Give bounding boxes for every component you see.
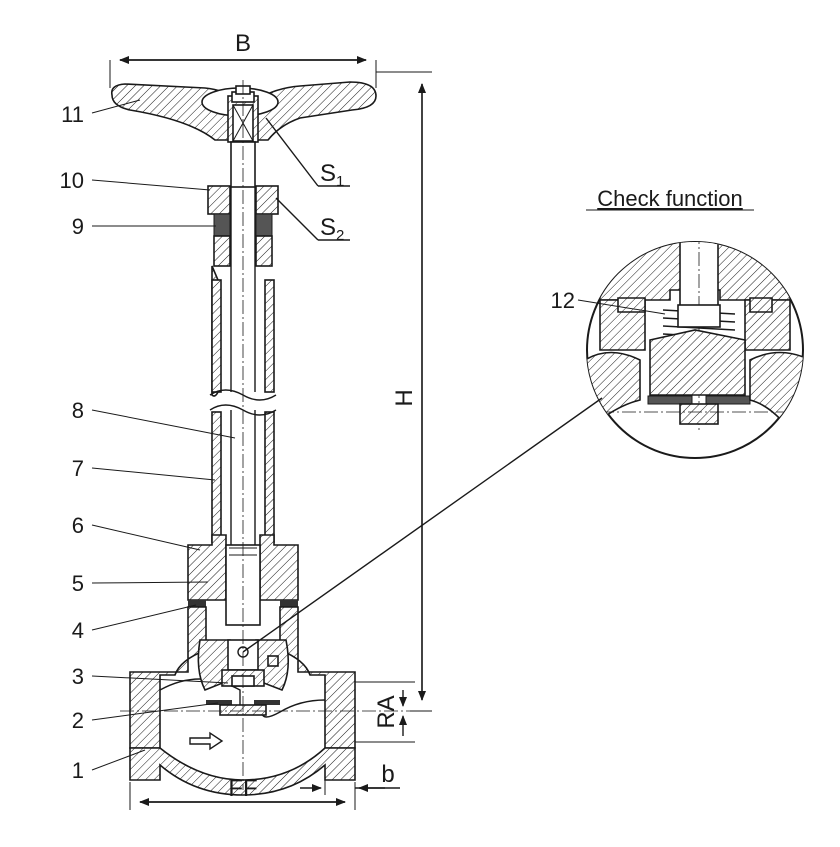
dim-height-label: H xyxy=(391,389,418,406)
dim-width-label: B xyxy=(235,30,251,57)
s2-leader xyxy=(275,197,319,241)
part-number-2: 2 xyxy=(72,708,84,733)
part-number-9: 9 xyxy=(72,214,84,239)
s1-leader xyxy=(265,117,319,187)
dim-face-to-face-label: FF xyxy=(228,775,257,802)
check-function-detail xyxy=(586,241,804,459)
part-number-3: 3 xyxy=(72,664,84,689)
part-number-5: 5 xyxy=(72,571,84,596)
part-number-7: 7 xyxy=(72,456,84,481)
part-number-10: 10 xyxy=(60,168,84,193)
part-number-11: 11 xyxy=(61,102,84,127)
valve-body xyxy=(120,80,410,796)
handwheel xyxy=(110,81,377,143)
part-number-12: 12 xyxy=(551,288,575,313)
part-number-6: 6 xyxy=(72,513,84,538)
dim-socket-label: b xyxy=(381,761,394,788)
s1-label: S1 xyxy=(320,160,344,190)
part-number-1: 1 xyxy=(72,758,84,783)
dimension-lines xyxy=(109,56,432,810)
dim-offset-label: RA xyxy=(373,695,400,728)
part-number-8: 8 xyxy=(72,398,84,423)
check-function-title: Check function xyxy=(597,186,743,211)
part-callouts xyxy=(91,99,666,771)
s2-label: S2 xyxy=(320,214,344,244)
part-number-4: 4 xyxy=(72,618,84,643)
